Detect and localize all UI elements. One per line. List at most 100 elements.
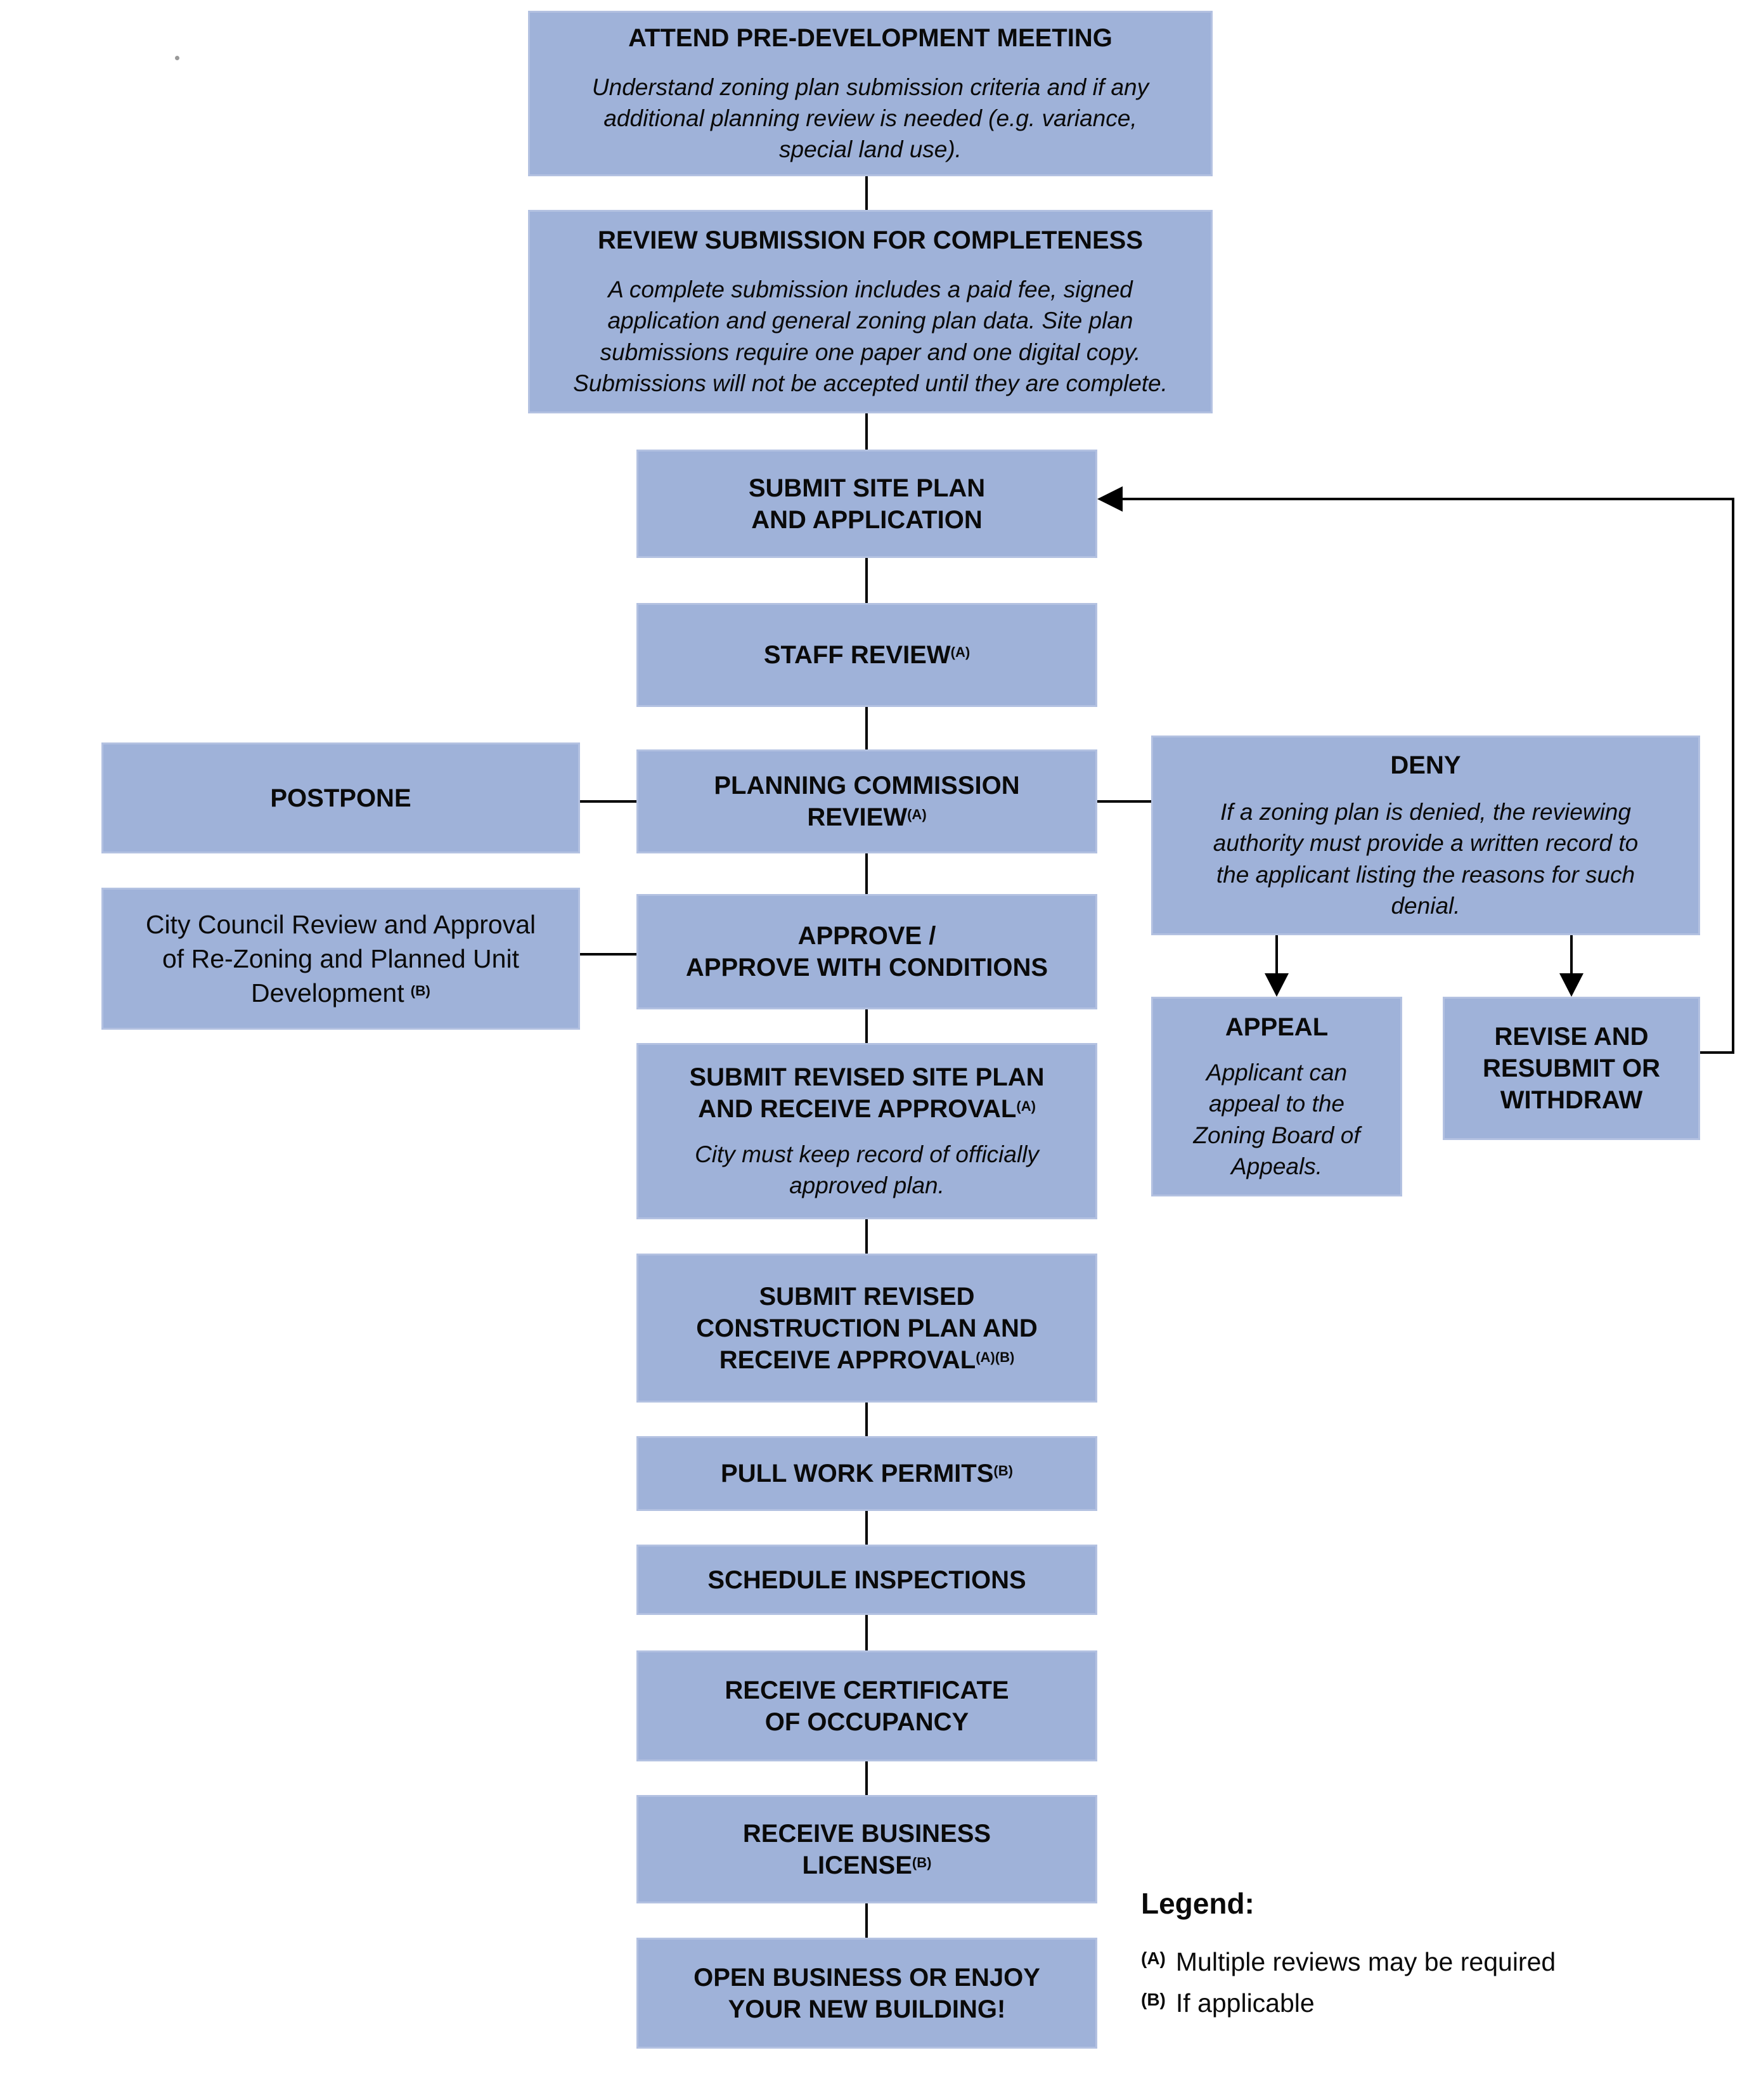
legend-item-a: (A) Multiple reviews may be required bbox=[1141, 1947, 1556, 1977]
node-title: STAFF REVIEW(A) bbox=[764, 639, 970, 671]
connector-planning-to-deny bbox=[1097, 800, 1151, 803]
title-line: SUBMIT SITE PLAN bbox=[748, 474, 986, 502]
title-line: PULL WORK PERMITS(B) bbox=[721, 1460, 1013, 1488]
node-title: SUBMIT SITE PLAN AND APPLICATION bbox=[749, 472, 985, 536]
connector-postpone-to-planning bbox=[580, 800, 636, 803]
node-submit-revised-site-plan: SUBMIT REVISED SITE PLAN AND RECEIVE APP… bbox=[636, 1043, 1097, 1219]
node-staff-review: STAFF REVIEW(A) bbox=[636, 603, 1097, 707]
node-description: Applicant can appeal to the Zoning Board… bbox=[1193, 1060, 1360, 1179]
node-appeal: APPEAL Applicant can appeal to the Zonin… bbox=[1151, 997, 1402, 1196]
title-line: APPEAL bbox=[1225, 1013, 1329, 1042]
title-line: SCHEDULE INSPECTIONS bbox=[707, 1565, 1026, 1594]
node-receive-business-license: RECEIVE BUSINESS LICENSE(B) bbox=[636, 1795, 1097, 1903]
title-line: ATTEND PRE-DEVELOPMENT MEETING bbox=[628, 23, 1112, 52]
node-description: City must keep record of officially appr… bbox=[695, 1141, 1039, 1198]
node-title: APPROVE / APPROVE WITH CONDITIONS bbox=[686, 920, 1048, 983]
legend-text-b: If applicable bbox=[1175, 1988, 1315, 2018]
node-title: RECEIVE BUSINESS LICENSE(B) bbox=[743, 1818, 991, 1881]
node-title: DENY bbox=[1390, 749, 1461, 781]
title-line: PLANNING COMMISSION bbox=[714, 772, 1020, 800]
node-description: Understand zoning plan submission criter… bbox=[591, 74, 1149, 163]
stray-dot bbox=[175, 56, 179, 60]
node-title: PULL WORK PERMITS(B) bbox=[721, 1458, 1013, 1489]
title-line: POSTPONE bbox=[270, 784, 411, 812]
node-title: APPEAL bbox=[1225, 1011, 1328, 1043]
title-line: REVIEW SUBMISSION FOR COMPLETENESS bbox=[597, 226, 1144, 255]
connector-license-to-open bbox=[865, 1903, 868, 1938]
connector-deny-to-appeal bbox=[1275, 935, 1278, 975]
title-line: of Re-Zoning and Planned Unit bbox=[162, 943, 519, 973]
legend-heading: Legend: bbox=[1141, 1887, 1254, 1920]
title-line: AND RECEIVE APPROVAL(A) bbox=[698, 1094, 1036, 1123]
connector-inspections-to-certificate bbox=[865, 1615, 868, 1650]
title-line: REVISE AND bbox=[1494, 1023, 1649, 1051]
connector-staff-to-planning bbox=[865, 707, 868, 749]
node-deny: DENY If a zoning plan is denied, the rev… bbox=[1151, 736, 1700, 935]
node-title: SUBMIT REVISED CONSTRUCTION PLAN AND REC… bbox=[696, 1281, 1038, 1376]
arrowhead-down-revise-icon bbox=[1559, 973, 1583, 997]
node-title: OPEN BUSINESS OR ENJOY YOUR NEW BUILDING… bbox=[693, 1962, 1040, 2025]
connector-construction-to-permits bbox=[865, 1403, 868, 1436]
title-line: APPROVE WITH CONDITIONS bbox=[685, 954, 1048, 982]
node-pull-work-permits: PULL WORK PERMITS(B) bbox=[636, 1436, 1097, 1511]
title-line: DENY bbox=[1390, 751, 1461, 780]
legend-item-b: (B)If applicable bbox=[1141, 1988, 1556, 2018]
node-title: SUBMIT REVISED SITE PLAN AND RECEIVE APP… bbox=[689, 1061, 1044, 1125]
node-title: REVIEW SUBMISSION FOR COMPLETENESS bbox=[598, 224, 1143, 256]
title-line: STAFF REVIEW(A) bbox=[763, 641, 971, 669]
node-open-business: OPEN BUSINESS OR ENJOY YOUR NEW BUILDING… bbox=[636, 1938, 1097, 2049]
connector-feedback-horizontal bbox=[1122, 498, 1734, 500]
node-title: PLANNING COMMISSION REVIEW(A) bbox=[714, 770, 1019, 833]
node-title: City Council Review and Approval of Re-Z… bbox=[146, 907, 536, 1010]
title-line: RESUBMIT OR bbox=[1483, 1054, 1660, 1082]
title-line: RECEIVE CERTIFICATE bbox=[725, 1676, 1009, 1704]
node-submit-site-plan-and-application: SUBMIT SITE PLAN AND APPLICATION bbox=[636, 450, 1097, 558]
title-line: CONSTRUCTION PLAN AND bbox=[696, 1314, 1038, 1342]
title-line: WITHDRAW bbox=[1500, 1086, 1643, 1114]
node-planning-commission-review: PLANNING COMMISSION REVIEW(A) bbox=[636, 749, 1097, 853]
title-line: SUBMIT REVISED SITE PLAN bbox=[689, 1063, 1045, 1091]
connector-submit-to-staff-review bbox=[865, 558, 868, 603]
title-line: REVIEW(A) bbox=[807, 803, 927, 831]
connector-attend-to-review bbox=[865, 176, 868, 210]
title-line: RECEIVE APPROVAL(A)(B) bbox=[719, 1345, 1015, 1374]
legend-text-a: Multiple reviews may be required bbox=[1175, 1947, 1556, 1976]
connector-deny-to-revise bbox=[1570, 935, 1573, 975]
node-submit-revised-construction-plan: SUBMIT REVISED CONSTRUCTION PLAN AND REC… bbox=[636, 1254, 1097, 1403]
connector-review-to-submit bbox=[865, 413, 868, 450]
title-line: Development(B) bbox=[251, 978, 430, 1008]
node-title: RECEIVE CERTIFICATE OF OCCUPANCY bbox=[725, 1675, 1009, 1738]
node-revise-resubmit-withdraw: REVISE AND RESUBMIT OR WITHDRAW bbox=[1443, 997, 1700, 1140]
node-receive-certificate-of-occupancy: RECEIVE CERTIFICATE OF OCCUPANCY bbox=[636, 1650, 1097, 1761]
title-line: SUBMIT REVISED bbox=[759, 1282, 975, 1311]
node-review-submission-completeness: REVIEW SUBMISSION FOR COMPLETENESS A com… bbox=[528, 210, 1213, 413]
node-schedule-inspections: SCHEDULE INSPECTIONS bbox=[636, 1545, 1097, 1615]
arrowhead-left-resubmit-icon bbox=[1097, 486, 1123, 512]
node-postpone: POSTPONE bbox=[101, 742, 580, 853]
connector-council-to-approve bbox=[580, 953, 636, 956]
node-description: A complete submission includes a paid fe… bbox=[573, 276, 1168, 396]
connector-revised-site-to-construction bbox=[865, 1219, 868, 1254]
connector-certificate-to-license bbox=[865, 1761, 868, 1795]
title-line: APPROVE / bbox=[797, 922, 936, 950]
title-line: AND APPLICATION bbox=[751, 505, 983, 534]
connector-approve-to-revised-site bbox=[865, 1009, 868, 1043]
connector-revise-feedback-stub bbox=[1700, 1051, 1734, 1054]
title-line: OF OCCUPANCY bbox=[764, 1708, 969, 1736]
legend-key-a: (A) bbox=[1141, 1948, 1166, 1969]
node-title: POSTPONE bbox=[270, 782, 411, 814]
node-city-council-review: City Council Review and Approval of Re-Z… bbox=[101, 888, 580, 1030]
node-title: ATTEND PRE-DEVELOPMENT MEETING bbox=[628, 22, 1112, 54]
connector-feedback-vertical bbox=[1732, 498, 1734, 1054]
node-title: REVISE AND RESUBMIT OR WITHDRAW bbox=[1483, 1021, 1660, 1116]
node-attend-pre-development-meeting: ATTEND PRE-DEVELOPMENT MEETING Understan… bbox=[528, 11, 1213, 176]
title-line: City Council Review and Approval bbox=[145, 909, 536, 939]
title-line: RECEIVE BUSINESS bbox=[742, 1819, 991, 1848]
legend: Legend: (A) Multiple reviews may be requi… bbox=[1141, 1886, 1556, 2018]
connector-planning-to-approve bbox=[865, 853, 868, 894]
connector-permits-to-inspections bbox=[865, 1511, 868, 1545]
title-line: OPEN BUSINESS OR ENJOY bbox=[693, 1963, 1040, 1992]
arrowhead-down-appeal-icon bbox=[1265, 973, 1289, 997]
node-description: If a zoning plan is denied, the reviewin… bbox=[1213, 799, 1639, 919]
